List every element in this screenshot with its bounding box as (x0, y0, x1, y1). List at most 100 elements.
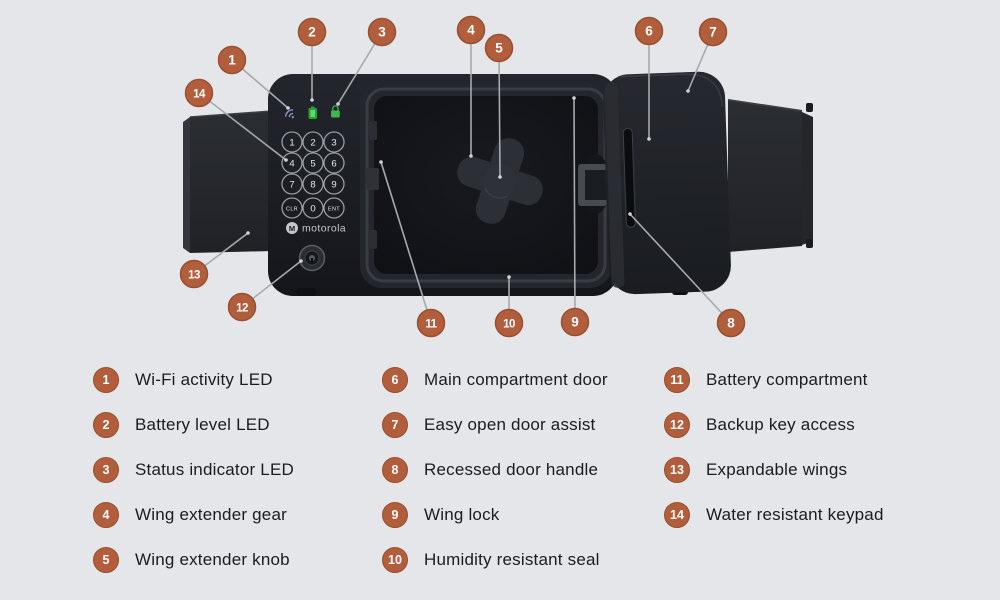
callout-badge-13: 13 (179, 259, 209, 289)
battery-level-led-icon (308, 106, 317, 119)
legend-badge-2: 2 (93, 412, 119, 438)
motorola-logo: M motorola (286, 222, 346, 235)
legend-badge-5: 5 (93, 547, 119, 573)
key-8: 8 (310, 180, 315, 191)
callout-badge-7: 7 (698, 17, 728, 47)
callout-badge-12: 12 (227, 292, 257, 322)
callout-badge-9: 9 (560, 307, 590, 337)
leader-line-5 (498, 47, 501, 178)
svg-text:10: 10 (503, 319, 515, 331)
legend-badge-3: 3 (93, 457, 119, 483)
legend-badge-13: 13 (664, 457, 690, 483)
callout-badge-11: 11 (416, 308, 446, 338)
battery-compartment-latch (366, 168, 379, 190)
main-compartment-door (603, 71, 731, 295)
legend-badge-8: 8 (382, 457, 408, 483)
legend-item-2: 2 Battery level LED (93, 412, 294, 438)
legend-item-12: 12 Backup key access (664, 412, 884, 438)
leader-line-11 (380, 161, 432, 324)
legend-badge-12: 12 (664, 412, 690, 438)
callout-badge-3: 3 (367, 17, 397, 47)
legend-label-11: Battery compartment (706, 370, 868, 389)
callout-badge-5: 5 (484, 33, 514, 63)
status-indicator-led-icon (331, 105, 340, 118)
svg-text:7: 7 (709, 25, 717, 40)
legend-label-3: Status indicator LED (135, 460, 294, 479)
legend-item-13: 13 Expandable wings (664, 457, 884, 483)
callout-badge-1: 1 (217, 45, 247, 75)
left-wing (183, 110, 273, 253)
legend-item-9: 9 Wing lock (382, 502, 608, 528)
svg-text:9: 9 (571, 315, 579, 330)
product-diagram: 1 2 3 4 5 6 7 8 9 CLR 0 ENT M m (179, 15, 813, 338)
legend-badge-4: 4 (93, 502, 119, 528)
legend-badge-9: 9 (382, 502, 408, 528)
callout-badge-4: 4 (456, 15, 486, 45)
callout-badge-8: 8 (716, 308, 746, 338)
wifi-activity-led-icon (284, 109, 295, 119)
right-wing (727, 99, 813, 252)
legend-column-2: 6 Main compartment door 7 Easy open door a… (382, 367, 608, 573)
svg-text:11: 11 (425, 319, 437, 331)
legend-label-5: Wing extender knob (135, 550, 290, 569)
keypad: 1 2 3 4 5 6 7 8 9 CLR 0 ENT (281, 131, 345, 219)
legend-badge-7: 7 (382, 412, 408, 438)
legend-label-2: Battery level LED (135, 415, 270, 434)
svg-text:4: 4 (467, 23, 475, 38)
frame-tab-bottom (368, 230, 377, 249)
callout-badge-2: 2 (297, 17, 327, 47)
legend-label-9: Wing lock (424, 505, 500, 524)
key-5: 5 (310, 159, 315, 170)
key-0: 0 (310, 204, 315, 215)
brand-wordmark: motorola (302, 223, 346, 235)
key-ent: ENT (328, 207, 340, 213)
legend-badge-14: 14 (664, 502, 690, 528)
legend-item-6: 6 Main compartment door (382, 367, 608, 393)
legend-item-8: 8 Recessed door handle (382, 457, 608, 483)
keypad-panel: 1 2 3 4 5 6 7 8 9 CLR 0 ENT M m (281, 105, 346, 272)
svg-text:1: 1 (228, 53, 236, 68)
legend-label-7: Easy open door assist (424, 415, 596, 434)
svg-text:5: 5 (495, 41, 503, 56)
door-hinge-edge (604, 81, 625, 288)
legend-label-1: Wi-Fi activity LED (135, 370, 273, 389)
motorola-emblem-icon (286, 222, 298, 234)
leader-line-14 (198, 92, 287, 161)
key-clr: CLR (286, 207, 298, 213)
svg-text:13: 13 (188, 270, 200, 282)
legend-item-14: 14 Water resistant keypad (664, 502, 884, 528)
wing-rail-nub-top (806, 103, 813, 112)
key-2: 2 (310, 138, 315, 149)
legend-badge-6: 6 (382, 367, 408, 393)
legend-item-5: 5 Wing extender knob (93, 547, 294, 573)
callout-badge-10: 10 (494, 308, 524, 338)
key-3: 3 (331, 138, 336, 149)
device-illustration: 1 2 3 4 5 6 7 8 9 CLR 0 ENT M m (179, 15, 813, 338)
svg-text:6: 6 (645, 24, 653, 39)
wing-extender-knob (457, 138, 543, 224)
backup-key-access (298, 244, 326, 272)
svg-text:8: 8 (727, 316, 735, 331)
body-foot-left (296, 288, 316, 296)
legend-badge-10: 10 (382, 547, 408, 573)
legend-label-6: Main compartment door (424, 370, 608, 389)
key-9: 9 (331, 180, 336, 191)
legend-column-1: 1 Wi-Fi activity LED 2 Battery level LED 3… (93, 367, 294, 573)
legend-label-14: Water resistant keypad (706, 505, 884, 524)
wing-lock (578, 154, 610, 214)
callout-badge-14: 14 (184, 78, 214, 108)
svg-text:12: 12 (236, 303, 248, 315)
leader-line-9 (573, 97, 576, 323)
key-6: 6 (331, 159, 336, 170)
svg-text:14: 14 (193, 89, 206, 101)
legend-label-12: Backup key access (706, 415, 855, 434)
frame-tab-top (368, 121, 377, 140)
legend-badge-1: 1 (93, 367, 119, 393)
legend-label-13: Expandable wings (706, 460, 848, 479)
legend-label-8: Recessed door handle (424, 460, 599, 479)
callout-badge-6: 6 (634, 16, 664, 46)
